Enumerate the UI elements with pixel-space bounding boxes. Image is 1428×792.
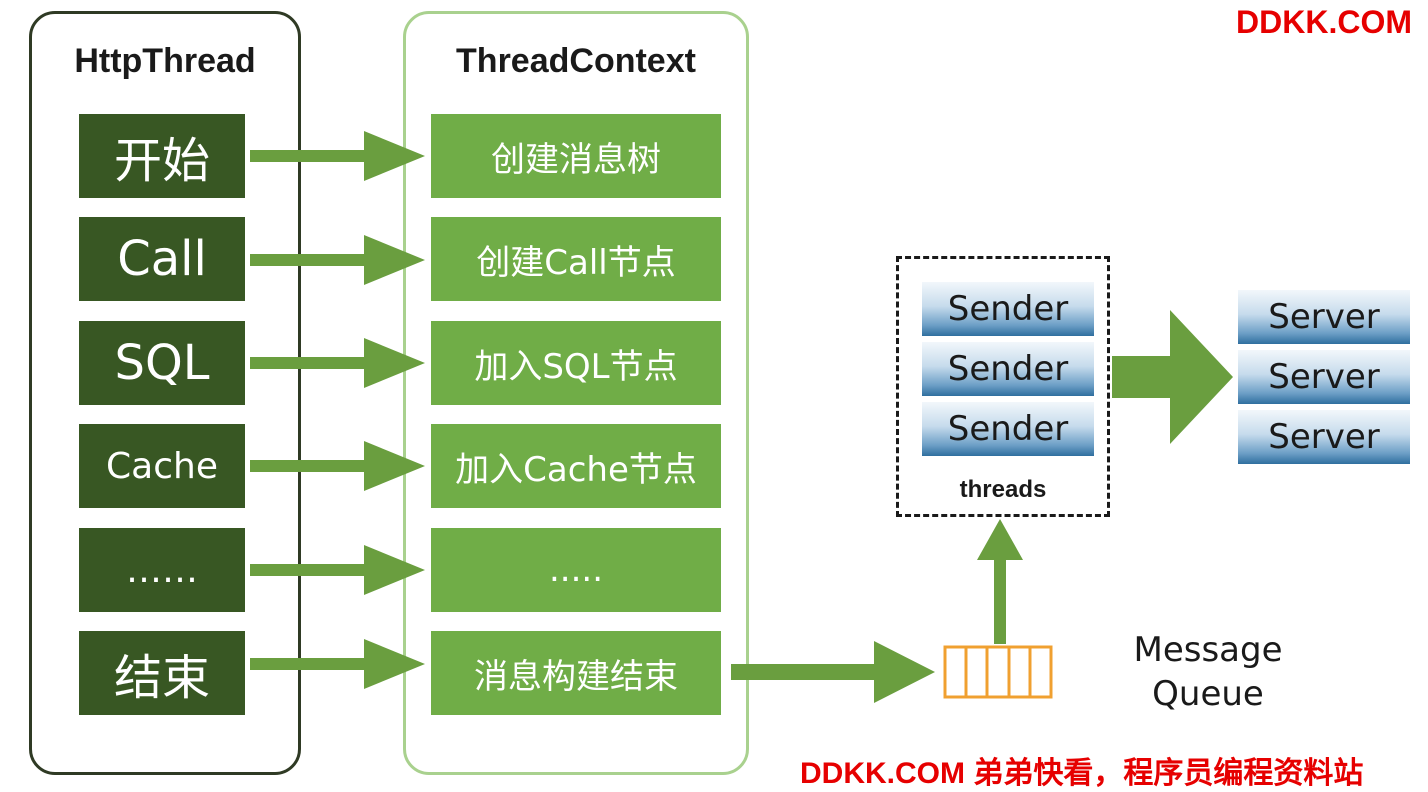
arrow-ellipsis [250,545,425,595]
step-start: 开始 [79,114,245,198]
sender-threads-box [896,256,1110,517]
thread-context-panel: ThreadContext [403,11,749,775]
step-call: Call [79,217,245,301]
arrow-end [250,639,425,689]
node-add-sql: 加入SQL节点 [431,321,721,405]
watermark-bottom: DDKK.COM 弟弟快看，程序员编程资料站 [800,757,1364,790]
sender-bar: Sender [922,282,1094,336]
message-queue-icon [943,645,1053,699]
arrow-to-servers [1112,310,1233,444]
node-add-cache: 加入Cache节点 [431,424,721,508]
arrow-start [250,131,425,181]
server-bar: Server [1238,290,1410,344]
thread-context-title: ThreadContext [456,42,696,80]
threads-label: threads [959,476,1047,503]
arrow-to-queue [731,641,935,703]
arrow-cache [250,441,425,491]
step-end: 结束 [79,631,245,715]
sender-bar: Sender [922,402,1094,456]
arrow-sql [250,338,425,388]
http-thread-title: HttpThread [74,42,256,80]
node-create-call: 创建Call节点 [431,217,721,301]
node-create-tree: 创建消息树 [431,114,721,198]
sender-bar: Sender [922,342,1094,396]
arrow-to-threads [977,519,1023,644]
server-bar: Server [1238,350,1410,404]
node-ellipsis: ..... [431,528,721,612]
step-sql: SQL [79,321,245,405]
step-ellipsis: …… [79,528,245,612]
message-queue-label: Message Queue [1133,630,1283,714]
http-thread-panel: HttpThread [29,11,301,775]
step-cache: Cache [79,424,245,508]
node-finish: 消息构建结束 [431,631,721,715]
arrow-call [250,235,425,285]
watermark-top: DDKK.COM [1236,4,1412,40]
server-bar: Server [1238,410,1410,464]
